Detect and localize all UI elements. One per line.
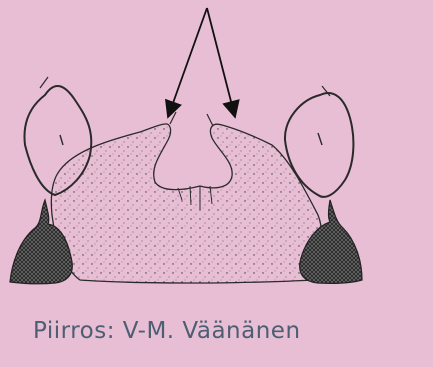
left-arrow <box>168 8 207 117</box>
drawing-credit-caption: Piirros: V-M. Väänänen <box>33 318 301 344</box>
right-arrow <box>207 8 235 117</box>
arrows <box>168 8 235 117</box>
